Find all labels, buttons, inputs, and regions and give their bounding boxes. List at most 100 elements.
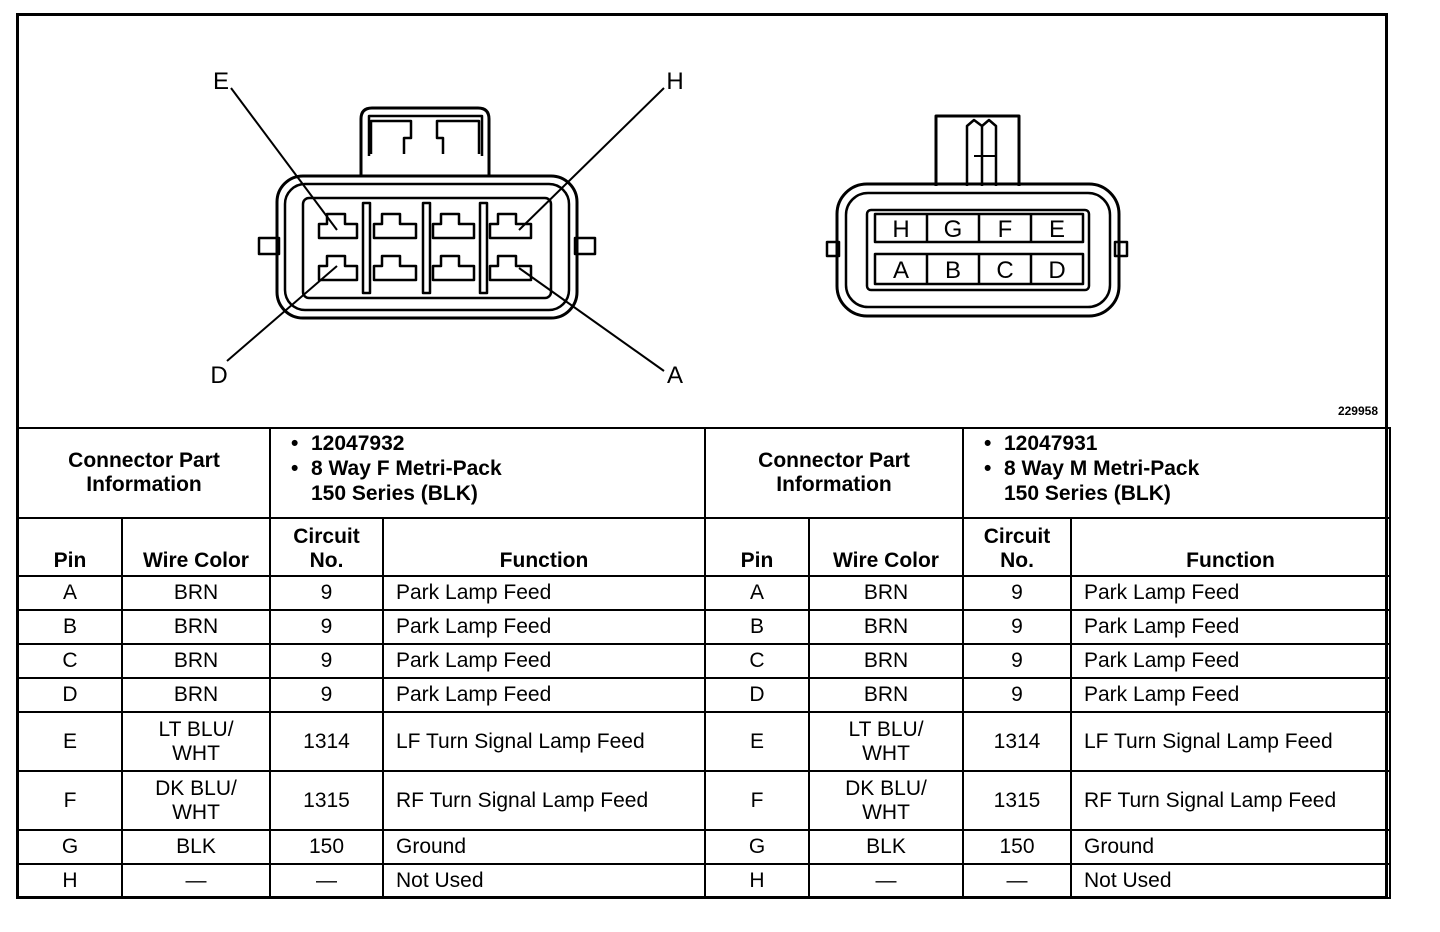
part-number: 12047931: [984, 431, 1388, 456]
wire-color-cell: —: [808, 863, 964, 899]
function-cell: LF Turn Signal Lamp Feed: [1069, 711, 1392, 772]
connector-diagram: E H D A H G F E A B C D: [210, 68, 1129, 389]
male-pin-label: D: [1048, 257, 1065, 284]
function-cell: LF Turn Signal Lamp Feed: [382, 711, 706, 772]
pin-cell: C: [17, 643, 123, 679]
function-cell: Not Used: [382, 863, 706, 899]
function-cell: Park Lamp Feed: [1069, 643, 1392, 679]
wire-color-cell: BRN: [808, 643, 964, 679]
wire-color-cell: LT BLU/WHT: [808, 711, 964, 772]
pin-cell: C: [704, 643, 810, 679]
connector-part-info-label: Connector Part Information: [17, 427, 271, 519]
pin-cell: G: [17, 829, 123, 865]
male-pin-label: F: [998, 216, 1013, 243]
function-cell: Not Used: [1069, 863, 1392, 899]
pin-cell: F: [17, 770, 123, 831]
pin-cell: D: [17, 677, 123, 713]
pin-cell: H: [17, 863, 123, 899]
callout-leader-lines: [226, 87, 665, 372]
pin-cell: B: [17, 609, 123, 645]
callout-label-a: A: [667, 362, 683, 389]
part-series: 150 Series (BLK): [311, 482, 478, 505]
function-cell: Ground: [382, 829, 706, 865]
male-pin-label: C: [996, 257, 1013, 284]
male-pin-label: G: [944, 216, 963, 243]
function-cell: Park Lamp Feed: [382, 609, 706, 645]
wire-color-cell: LT BLU/WHT: [121, 711, 271, 772]
header-function: Function: [382, 517, 706, 577]
wire-color-cell: BRN: [121, 677, 271, 713]
wire-color-cell: DK BLU/WHT: [808, 770, 964, 831]
header-pin: Pin: [17, 517, 123, 577]
connector-part-info: 12047931 8 Way M Metri-Pack 150 Series (…: [961, 427, 1392, 519]
function-cell: Park Lamp Feed: [382, 643, 706, 679]
wire-color-cell: BLK: [121, 829, 271, 865]
circuit-cell: 9: [269, 575, 384, 611]
circuit-cell: 1315: [962, 770, 1072, 831]
function-cell: Park Lamp Feed: [1069, 575, 1392, 611]
function-cell: RF Turn Signal Lamp Feed: [1069, 770, 1392, 831]
pin-cell: F: [704, 770, 810, 831]
header-pin: Pin: [704, 517, 810, 577]
function-cell: Ground: [1069, 829, 1392, 865]
circuit-cell: 9: [269, 677, 384, 713]
pin-cell: H: [704, 863, 810, 899]
function-cell: Park Lamp Feed: [382, 575, 706, 611]
wire-color-cell: DK BLU/WHT: [121, 770, 271, 831]
circuit-cell: —: [269, 863, 384, 899]
circuit-cell: 9: [269, 643, 384, 679]
male-pin-label: E: [1049, 216, 1065, 243]
callout-label-h: H: [666, 68, 683, 95]
part-number: 12047932: [291, 431, 703, 456]
pin-cell: D: [704, 677, 810, 713]
male-connector-face: [825, 114, 1129, 318]
female-connector-face: [257, 106, 597, 320]
connector-info-row: Connector Part Information 12047932 8 Wa…: [17, 427, 1392, 519]
pin-cell: G: [704, 829, 810, 865]
column-header-row: Pin Wire Color Circuit No. Function Pin …: [17, 517, 1392, 577]
pin-cell: E: [704, 711, 810, 772]
male-pin-label: A: [893, 257, 909, 284]
callout-label-d: D: [210, 362, 227, 389]
header-function: Function: [1069, 517, 1392, 577]
pin-cell: A: [17, 575, 123, 611]
circuit-cell: 1314: [962, 711, 1072, 772]
wire-color-cell: BRN: [121, 609, 271, 645]
part-series: 150 Series (BLK): [1004, 482, 1171, 505]
circuit-cell: 9: [269, 609, 384, 645]
wire-color-cell: BRN: [808, 677, 964, 713]
circuit-cell: 1314: [269, 711, 384, 772]
circuit-cell: 9: [962, 575, 1072, 611]
function-cell: Park Lamp Feed: [1069, 609, 1392, 645]
function-cell: Park Lamp Feed: [382, 677, 706, 713]
connector-part-info-label: Connector Part Information: [704, 427, 964, 519]
callout-label-e: E: [213, 68, 229, 95]
connector-part-info: 12047932 8 Way F Metri-Pack 150 Series (…: [269, 427, 706, 519]
connector-pinout-table: Connector Part Information 12047932 8 Wa…: [17, 427, 1392, 899]
header-wire-color: Wire Color: [808, 517, 964, 577]
header-wire-color: Wire Color: [121, 517, 271, 577]
wire-color-cell: BRN: [121, 575, 271, 611]
figure-number: 229958: [1337, 404, 1378, 418]
circuit-cell: 1315: [269, 770, 384, 831]
circuit-cell: 9: [962, 643, 1072, 679]
wire-color-cell: —: [121, 863, 271, 899]
pin-cell: B: [704, 609, 810, 645]
function-cell: RF Turn Signal Lamp Feed: [382, 770, 706, 831]
header-circuit-no: Circuit No.: [962, 517, 1072, 577]
wire-color-cell: BRN: [808, 609, 964, 645]
circuit-cell: 9: [962, 677, 1072, 713]
female-terminal-cavities: [317, 212, 533, 282]
header-circuit-no: Circuit No.: [269, 517, 384, 577]
male-pin-label: B: [945, 257, 961, 284]
circuit-cell: —: [962, 863, 1072, 899]
circuit-cell: 150: [269, 829, 384, 865]
wire-color-cell: BRN: [121, 643, 271, 679]
